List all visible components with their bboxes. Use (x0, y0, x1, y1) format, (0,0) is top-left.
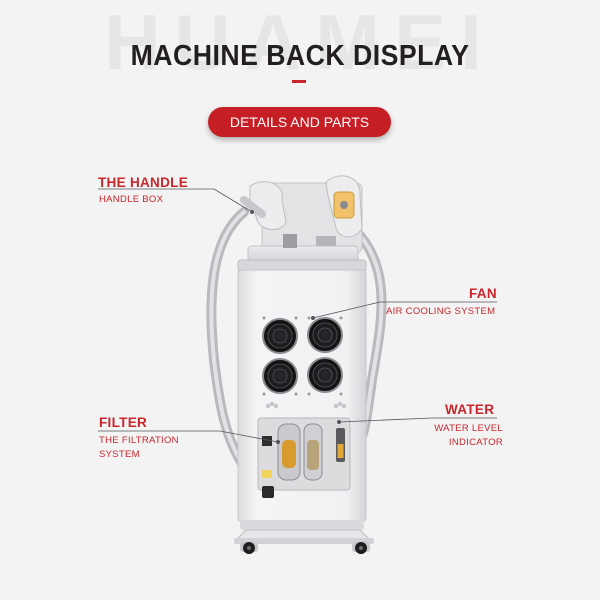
vent-holes (266, 402, 346, 408)
fan-label-title: FAN (469, 286, 497, 301)
water-callout-dot (336, 419, 341, 424)
water-label-title: WATER (445, 402, 495, 417)
water-label-subtitle: WATER LEVEL INDICATOR (434, 423, 503, 448)
fan-callout-line (312, 301, 497, 319)
filter-label-subtitle: THE FILTRATION SYSTEM (99, 435, 179, 460)
details-and-parts-badge: DETAILS AND PARTS (208, 107, 391, 137)
caster-wheels (243, 542, 367, 554)
filter-callout-line (98, 430, 279, 443)
filter-label-title: FILTER (99, 415, 148, 430)
cooling-fans (262, 316, 343, 396)
machine-body (237, 269, 367, 530)
filter-callout-dot (275, 439, 280, 444)
filtration-bay (257, 417, 351, 498)
handle-box (237, 182, 367, 273)
handle-label-subtitle: HANDLE BOX (99, 194, 164, 205)
water-callout-line (338, 417, 497, 423)
fan-label-subtitle: AIR COOLING SYSTEM (386, 306, 496, 317)
fan-callout-dot (310, 315, 315, 320)
brand-watermark: HUAMEI (104, 0, 496, 86)
title-accent-bar (292, 80, 306, 83)
machine-base (234, 529, 374, 552)
handle-callout-dot (249, 209, 254, 214)
page-title: MACHINE BACK DISPLAY (130, 40, 470, 72)
handle-callout-line (98, 188, 253, 213)
callout-lines (98, 188, 497, 444)
handpiece-left (240, 181, 287, 230)
handle-label-title: THE HANDLE (98, 175, 188, 190)
handpiece-right (325, 175, 363, 238)
